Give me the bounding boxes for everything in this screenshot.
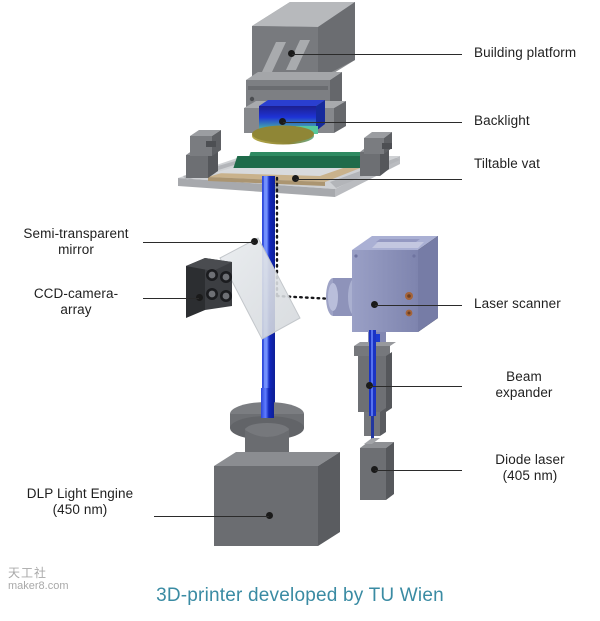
leader-line-building-platform xyxy=(292,53,462,55)
building-platform-part xyxy=(246,2,355,110)
figure-caption: 3D-printer developed by TU Wien xyxy=(156,585,444,606)
watermark: 天工社 maker8.com xyxy=(8,567,69,593)
diode-laser-part xyxy=(360,438,394,500)
dlp-light-engine-part xyxy=(214,388,340,546)
semi-transparent-mirror-part xyxy=(219,237,301,340)
leader-dot-building-platform xyxy=(288,50,295,57)
backlight-part xyxy=(244,100,346,134)
label-laser-scanner: Laser scanner xyxy=(474,296,561,311)
label-building-platform: Building platform xyxy=(474,45,577,60)
laser-scanner-part xyxy=(326,236,438,348)
leader-line-ccd-camera-array xyxy=(143,297,199,299)
label-dlp-light-engine: DLP Light Engine (450 nm) xyxy=(26,486,134,517)
label-backlight: Backlight xyxy=(474,113,530,128)
tiltable-vat-part xyxy=(178,130,400,197)
leader-line-backlight xyxy=(283,121,462,123)
ccd-camera-array-part xyxy=(186,258,232,318)
leader-dot-beam-expander xyxy=(366,382,373,389)
projection-lens-part xyxy=(252,125,314,145)
watermark-site: maker8.com xyxy=(8,580,69,592)
label-semi-transparent-mirror: Semi-transparent mirror xyxy=(23,226,129,257)
leader-dot-ccd-camera-array xyxy=(196,294,203,301)
leader-dot-backlight xyxy=(279,118,286,125)
label-diode-laser: Diode laser (405 nm) xyxy=(495,452,565,483)
leader-line-diode-laser xyxy=(375,469,462,471)
leader-line-dlp-light-engine xyxy=(154,515,269,517)
leader-dot-laser-scanner xyxy=(371,301,378,308)
leader-dot-semi-transparent-mirror xyxy=(251,238,258,245)
beam-expander-part xyxy=(354,330,396,446)
leader-dot-tiltable-vat xyxy=(292,175,299,182)
leader-line-laser-scanner xyxy=(375,304,462,306)
leader-dot-dlp-light-engine xyxy=(266,512,273,519)
leader-dot-diode-laser xyxy=(371,466,378,473)
label-ccd-camera-array: CCD-camera- array xyxy=(33,286,119,317)
leader-line-beam-expander xyxy=(370,385,462,387)
label-tiltable-vat: Tiltable vat xyxy=(474,156,540,171)
leader-line-semi-transparent-mirror xyxy=(143,241,254,243)
printer-3d-model xyxy=(178,2,438,546)
leader-line-tiltable-vat xyxy=(296,178,462,180)
label-beam-expander: Beam expander xyxy=(495,369,553,400)
watermark-cn: 天工社 xyxy=(8,566,48,580)
